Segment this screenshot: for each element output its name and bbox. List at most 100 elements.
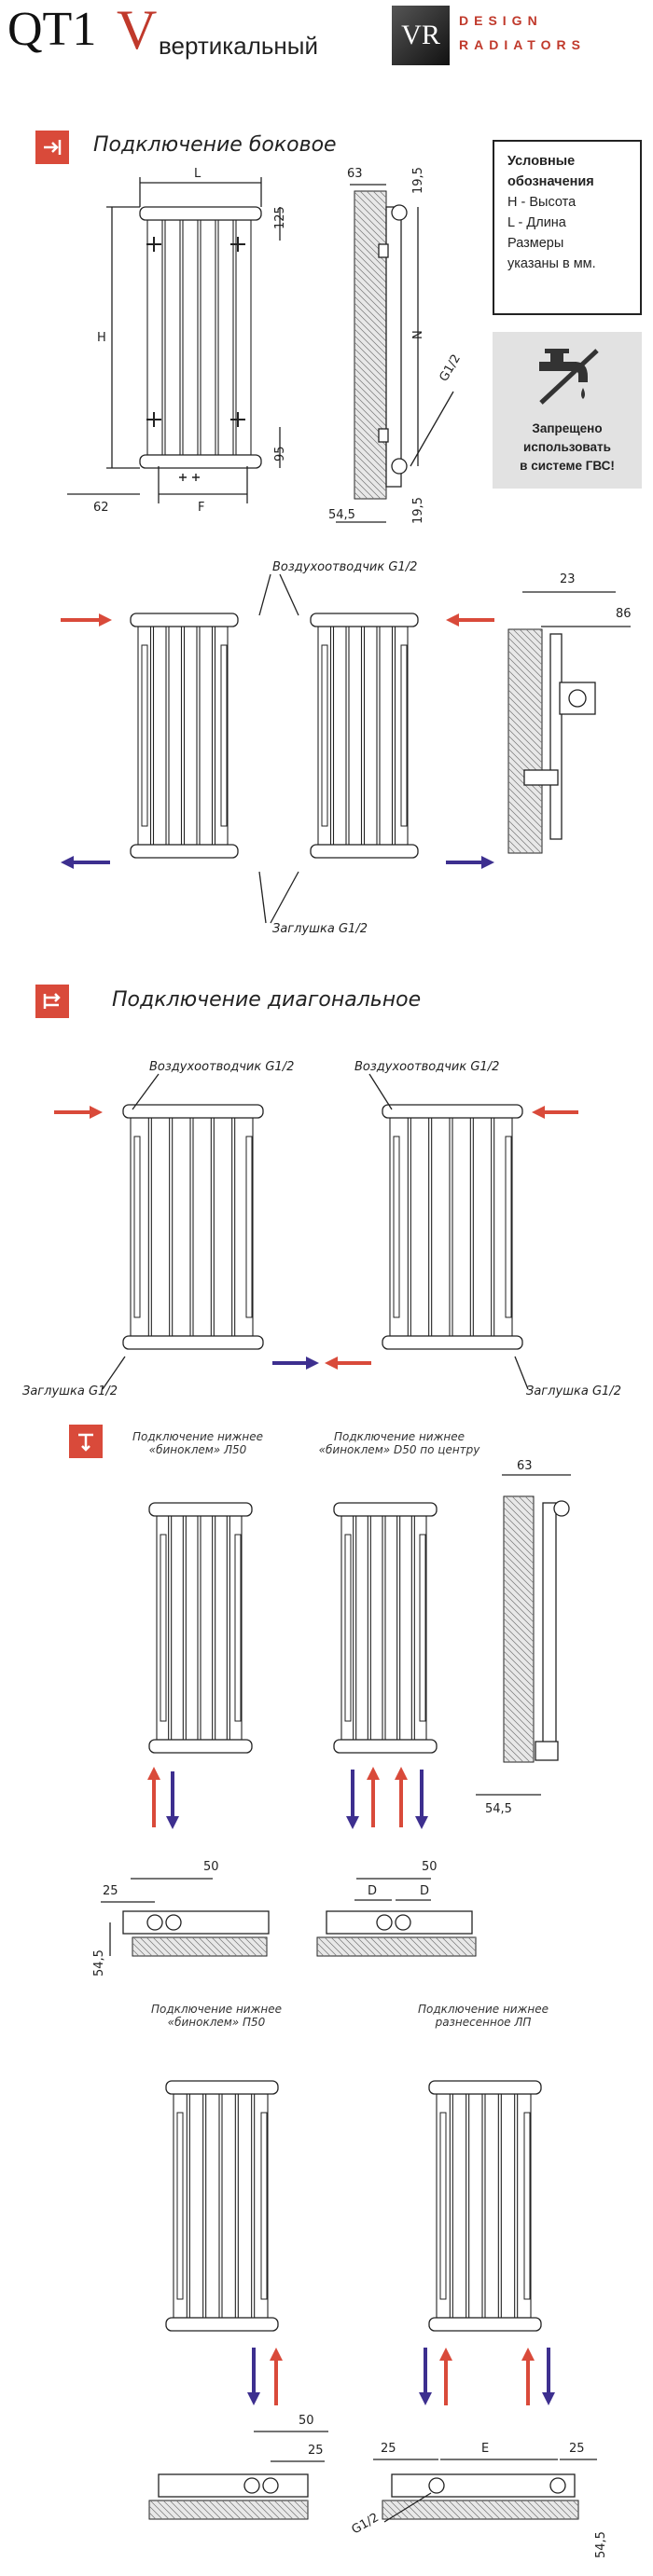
radiator-tube <box>500 2093 516 2319</box>
wall-outline <box>148 2500 309 2520</box>
hatch-line <box>507 846 516 854</box>
radiator-tube <box>200 1515 214 1741</box>
plan-collector-l50 <box>122 1910 270 1935</box>
hatch-line <box>354 380 387 414</box>
dim-25: 25 <box>381 2442 396 2456</box>
caption-line: «биноклем» D50 по центру <box>318 1443 480 1456</box>
valve-connector <box>376 1914 393 1931</box>
hatch-line <box>389 1936 410 1957</box>
hatch-line <box>354 446 387 479</box>
hatch-line <box>382 1936 403 1957</box>
dim-62: 62 <box>93 501 109 515</box>
hatch-line <box>146 1936 166 1957</box>
crosshair-marks <box>179 474 200 481</box>
label-air-vent-left: Воздухоотводчик G1/2 <box>149 1060 294 1074</box>
hatch-line <box>169 2500 189 2520</box>
return-arrow <box>446 856 494 869</box>
hatch-line <box>354 276 387 310</box>
valve-connector <box>165 1914 182 1931</box>
floor-hatch-lp <box>382 2500 579 2520</box>
hatch-line <box>533 2500 553 2520</box>
radiator-bottom-lp <box>428 2080 542 2332</box>
hatch-line <box>354 250 387 283</box>
hatch-line <box>354 491 362 500</box>
hatch-line <box>480 2500 501 2520</box>
radiator-tube <box>472 1117 493 1337</box>
arrow-head <box>367 1767 380 1780</box>
valve-connector <box>549 2477 566 2494</box>
hatch-line <box>524 1495 535 1506</box>
hatch-line <box>503 1611 535 1643</box>
leader-plug <box>258 871 267 924</box>
radiator-bottom-collector <box>139 454 262 469</box>
hatch-line <box>354 341 387 375</box>
hatch-line <box>503 1539 535 1571</box>
warning-line: использовать <box>523 440 611 454</box>
hatch-line <box>565 2500 579 2514</box>
valve-connector <box>428 2477 445 2494</box>
radiator-bottom-collector <box>148 1739 253 1754</box>
hatch-line <box>402 1936 423 1957</box>
hatch-line <box>503 1676 535 1708</box>
wall-bracket-flow <box>523 769 559 786</box>
label-air-vent: Воздухоотводчик G1/2 <box>272 560 417 574</box>
legend-item: указаны в мм. <box>507 256 596 271</box>
dim-50: 50 <box>203 1860 219 1874</box>
hatch-line <box>149 2500 170 2520</box>
dim-54-5: 54,5 <box>594 2531 608 2558</box>
hatch-line <box>267 2500 287 2520</box>
arrow-head <box>99 613 112 627</box>
hatch-line <box>503 1696 535 1728</box>
valve-connector <box>243 2477 260 2494</box>
hatch-line <box>503 1742 524 1763</box>
radiator-side-right <box>310 613 419 859</box>
label-air-vent-right: Воздухоотводчик G1/2 <box>354 1060 499 1074</box>
radiator-top-collector <box>382 1104 523 1119</box>
warning-line: в системе ГВС! <box>520 459 615 473</box>
hatch-line <box>354 485 368 500</box>
hatch-line <box>221 2500 242 2520</box>
mounting-bracket <box>439 2112 447 2300</box>
radiator-tube <box>188 2093 204 2319</box>
hatch-line <box>507 722 543 757</box>
arrow-head <box>247 2392 260 2405</box>
valve-connector <box>395 1914 411 1931</box>
label-g12: G1/2 <box>350 2511 382 2537</box>
hatch-line <box>215 2500 235 2520</box>
hatch-line <box>379 190 387 199</box>
dim-19-5-bottom: 19,5 <box>411 497 425 524</box>
hatch-line <box>507 696 543 731</box>
radiator-tube <box>168 626 183 846</box>
hatch-line <box>354 191 387 225</box>
hatch-line <box>532 628 543 640</box>
hatch-line <box>354 452 387 486</box>
hatch-line <box>263 1936 268 1941</box>
label-plug-right: Заглушка G1/2 <box>526 1384 621 1398</box>
leader-air-vent <box>279 573 299 616</box>
dim-L: L <box>194 167 201 181</box>
radiator-tube <box>213 1117 233 1337</box>
hatch-line <box>454 1936 475 1957</box>
hatch-line <box>409 1936 429 1957</box>
hatch-line <box>503 1572 535 1604</box>
radiator-tube <box>152 626 167 846</box>
dim-H: H <box>97 331 106 345</box>
dim-F: F <box>198 501 204 515</box>
arrow-head <box>306 1357 319 1370</box>
dim-E: E <box>481 2442 489 2456</box>
hatch-line <box>148 2505 163 2520</box>
hatch-line <box>139 1936 160 1957</box>
radiator-bottom-l50 <box>148 1502 253 1754</box>
hatch-line <box>507 774 543 809</box>
hatch-line <box>503 1533 535 1564</box>
hatch-line <box>507 715 543 751</box>
hatch-line <box>538 628 543 633</box>
hatch-line <box>441 1936 462 1957</box>
connector-bottom-side <box>391 458 408 475</box>
wall-outline <box>132 1936 268 1957</box>
hatch-line <box>503 1559 535 1591</box>
hatch-line <box>435 2500 455 2520</box>
arrow-head <box>415 1816 428 1829</box>
hatch-line <box>354 198 387 231</box>
hatch-line <box>448 1936 468 1957</box>
